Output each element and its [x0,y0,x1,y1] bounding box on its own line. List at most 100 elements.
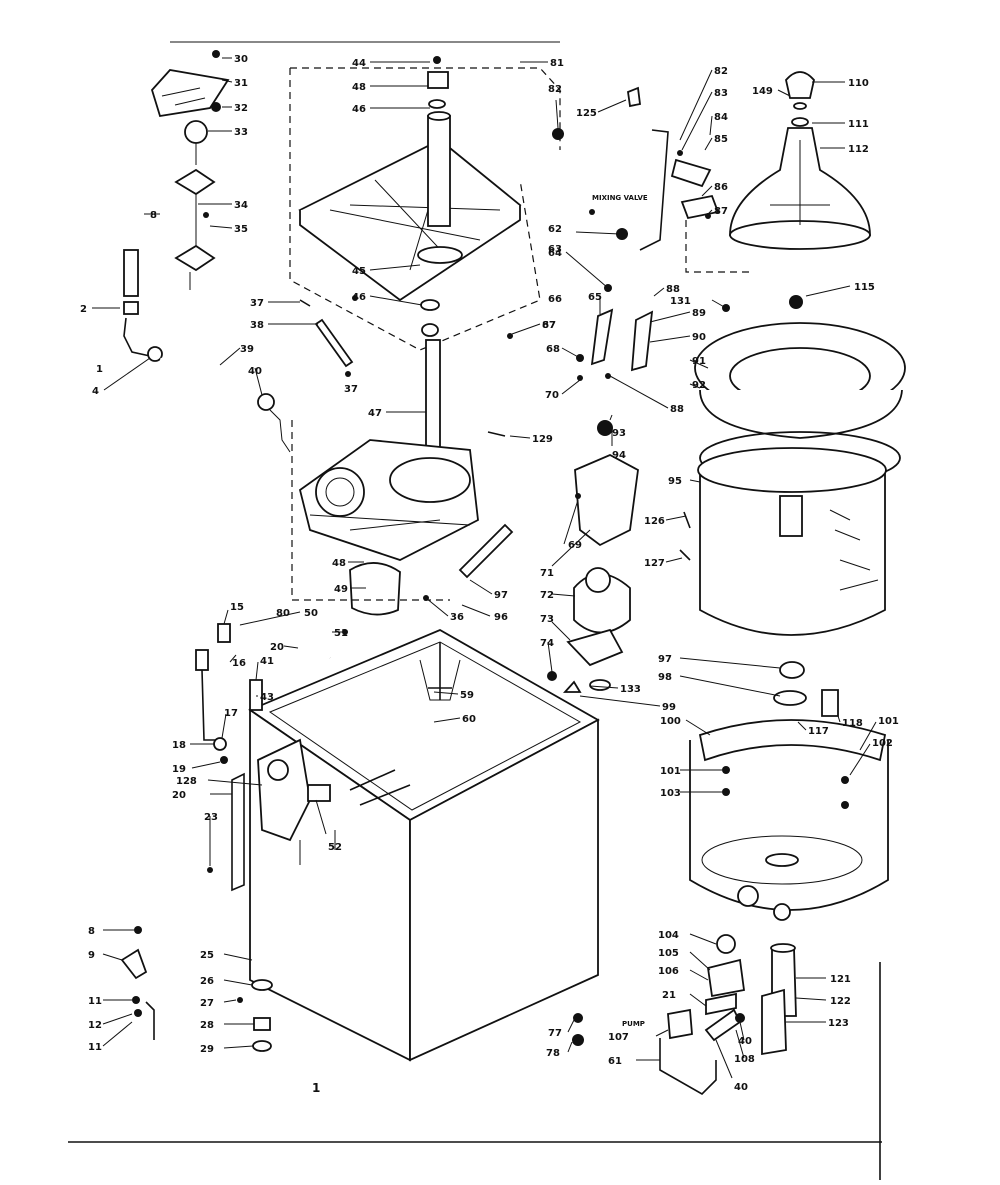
callout-100: 100 [660,716,681,727]
callout-25: 25 [200,950,214,961]
callout-97: 97 [494,590,508,601]
inlet-hose-parts [195,623,332,873]
callout-numbers: 3031323334358214394044484681824546373837… [80,54,899,1093]
callout-102: 102 [872,738,893,749]
callout-96: 96 [494,612,508,623]
callout-107: 107 [608,1032,629,1043]
leveling-leg-parts [120,926,273,1052]
callout-17: 17 [224,708,238,719]
callout-36: 36 [450,612,464,623]
callout-117: 117 [808,726,829,737]
callout-31: 31 [234,78,248,89]
cabinet [231,628,600,1062]
callout-60: 60 [462,714,476,725]
callout-71: 71 [540,568,554,579]
callout-68: 68 [546,344,560,355]
callout-115: 115 [854,282,875,293]
callout-37: 37 [250,298,264,309]
callout-35: 35 [234,224,248,235]
callout-104: 104 [658,930,679,941]
callout-82: 82 [714,66,728,77]
bracket-assembly [150,50,230,290]
callout-38: 38 [250,320,264,331]
mixing-valve-label: MIXING VALVE [592,194,648,202]
callout-94: 94 [612,450,626,461]
tub-ring [694,295,906,485]
callout-88: 88 [666,284,680,295]
callout-32: 32 [234,103,248,114]
part-44-dot [433,56,441,64]
callout-20: 20 [172,790,186,801]
callout-86: 86 [714,182,728,193]
agitator-cap [729,71,871,250]
callout-26: 26 [200,976,214,987]
callout-122: 122 [830,996,851,1007]
callout-64: 64 [548,248,562,259]
callout-118: 118 [842,718,863,729]
callout-112: 112 [848,144,869,155]
page-mark: 1 [312,1081,320,1095]
callout-99: 99 [662,702,676,713]
callout-101: 101 [660,766,681,777]
callout-28: 28 [200,1020,214,1031]
callout-90: 90 [692,332,706,343]
callout-133: 133 [620,684,641,695]
callout-65: 65 [588,292,602,303]
callout-129: 129 [532,434,553,445]
callout-98: 98 [658,672,672,683]
callout-72: 72 [540,590,554,601]
cap-dashed-line [685,220,750,273]
callout-4: 4 [92,386,99,397]
callout-40: 40 [734,1082,748,1093]
callout-63: 63 [548,244,562,255]
callout-87: 87 [542,320,556,331]
callout-2: 2 [80,304,87,315]
callout-70: 70 [545,390,559,401]
callout-45: 45 [352,266,366,277]
callout-16: 16 [232,658,246,669]
callout-21: 21 [662,990,676,1001]
motor-assembly [547,420,639,693]
callout-69: 69 [568,540,582,551]
callout-48: 48 [332,558,346,569]
callout-47: 47 [368,408,382,419]
callout-103: 103 [660,788,681,799]
outer-tub [689,661,889,921]
callout-29: 29 [200,1044,214,1055]
spin-tub [679,447,887,636]
hose-assembly [123,193,291,453]
callout-125: 125 [576,108,597,119]
callout-46: 46 [352,292,366,303]
callout-8: 8 [88,926,95,937]
callout-88: 88 [670,404,684,415]
rod-assembly [299,299,354,377]
callout-59: 59 [460,690,474,701]
callout-51: 51 [334,628,348,639]
callout-123: 123 [828,1018,849,1029]
callout-52: 52 [328,842,342,853]
callout-81: 81 [550,58,564,69]
callout-27: 27 [200,998,214,1009]
callout-91: 91 [692,356,706,367]
callout-11: 11 [88,996,102,1007]
callout-44: 44 [352,58,366,69]
callout-9: 9 [88,950,95,961]
callout-11: 11 [88,1042,102,1053]
callout-121: 121 [830,974,851,985]
callout-95: 95 [668,476,682,487]
callout-41: 41 [260,656,274,667]
callout-108: 108 [734,1054,755,1065]
callout-93: 93 [612,428,626,439]
callout-66: 66 [548,294,562,305]
callout-19: 19 [172,764,186,775]
callout-83: 83 [714,88,728,99]
callout-89: 89 [692,308,706,319]
callout-61: 61 [608,1056,622,1067]
callout-105: 105 [658,948,679,959]
callout-106: 106 [658,966,679,977]
callout-85: 85 [714,134,728,145]
callout-110: 110 [848,78,869,89]
callout-128: 128 [176,776,197,787]
callout-46: 46 [352,104,366,115]
